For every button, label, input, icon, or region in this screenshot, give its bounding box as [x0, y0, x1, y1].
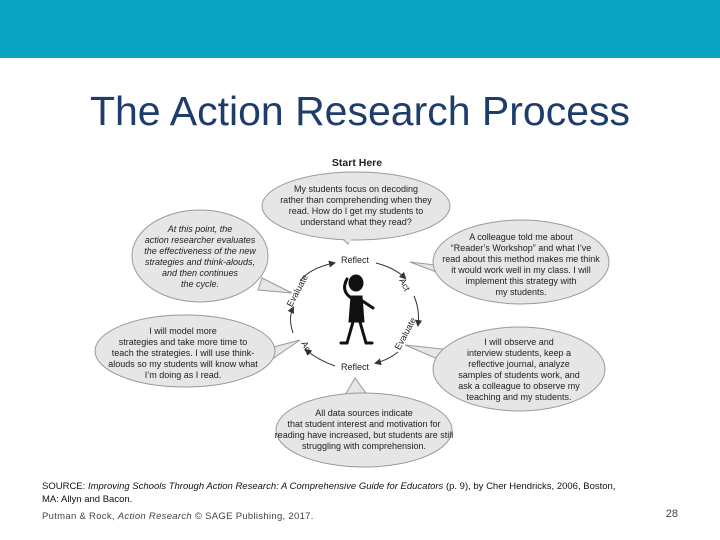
source-line-2: MA: Allyn and Bacon.: [42, 494, 132, 505]
bubble-text-line: read about this method makes me think: [442, 254, 600, 264]
bubble-text-line: ask a colleague to observe my: [458, 381, 580, 391]
bubble-text-line: interview students, keep a: [467, 348, 571, 358]
bubble-text-line: my students.: [495, 287, 546, 297]
cycle-label-act-right: Act: [397, 276, 412, 293]
cycle-label-act-left: Act: [299, 339, 314, 356]
bubble-text-line: understand what they read?: [300, 217, 412, 227]
start-here-label: Start Here: [332, 157, 382, 169]
source-details: (p. 9), by Cher Hendricks, 2006, Boston,: [443, 481, 615, 492]
cycle-label-reflect-top: Reflect: [341, 255, 370, 265]
bubble-text-line: it would work well in my class. I will: [451, 265, 591, 275]
bubble-text-line: rather than comprehending when they: [280, 195, 432, 205]
bubble-text-line: teach the strategies. I will use think-: [112, 348, 255, 358]
footer-book: Action Research: [118, 511, 192, 522]
bubble-text-line: My students focus on decoding: [294, 184, 418, 194]
footer-publisher: © SAGE Publishing, 2017.: [192, 511, 314, 522]
bubble-text-line: reading have increased, but students are…: [275, 430, 454, 440]
bubble-text-line: struggling with comprehension.: [302, 441, 426, 451]
bubble-text-line: implement this strategy with: [465, 276, 576, 286]
source-citation: SOURCE: Improving Schools Through Action…: [42, 480, 682, 506]
bubble-text-line: samples of students work, and: [458, 370, 580, 380]
source-book-title: Improving Schools Through Action Researc…: [88, 481, 443, 492]
page-number: 28: [666, 508, 678, 520]
bubble-text-line: At this point, the: [167, 224, 233, 234]
bubble-text-line: and then continues: [162, 268, 239, 278]
bubble-text-line: I will model more: [149, 326, 217, 336]
footer-authors: Putman & Rock,: [42, 511, 118, 522]
source-prefix: SOURCE:: [42, 481, 88, 492]
footer-credit: Putman & Rock, Action Research © SAGE Pu…: [42, 511, 314, 522]
bubble-text-line: “Reader’s Workshop” and what I’ve: [451, 243, 592, 253]
bubble-text-line: alouds so my students will know what: [108, 359, 258, 369]
bubble-text-line: strategies and think-alouds,: [145, 257, 255, 267]
bubble-text-line: action researcher evaluates: [145, 235, 256, 245]
bubble-text-line: teaching and my students.: [466, 392, 571, 402]
bubble-text-line: A colleague told me about: [469, 232, 573, 242]
bubble-text-line: strategies and take more time to: [119, 337, 248, 347]
cycle-label-evaluate-left: Evaluate: [285, 273, 310, 309]
bubble-text-line: I will observe and: [484, 337, 554, 347]
bubble-text-line: All data sources indicate: [315, 408, 413, 418]
bubble-text-line: the cycle.: [181, 279, 219, 289]
cycle-label-reflect-bottom: Reflect: [341, 362, 370, 372]
bubble-text-line: read. How do I get my students to: [289, 206, 424, 216]
bubble-top-right: A colleague told me about“Reader’s Works…: [410, 220, 609, 304]
bubble-text-line: reflective journal, analyze: [468, 359, 570, 369]
bubble-text-line: the effectiveness of the new: [144, 246, 256, 256]
thinking-figure-icon: [341, 275, 373, 343]
bubble-text-line: that student interest and motivation for: [287, 419, 440, 429]
bubble-text-line: I’m doing as I read.: [145, 370, 222, 380]
